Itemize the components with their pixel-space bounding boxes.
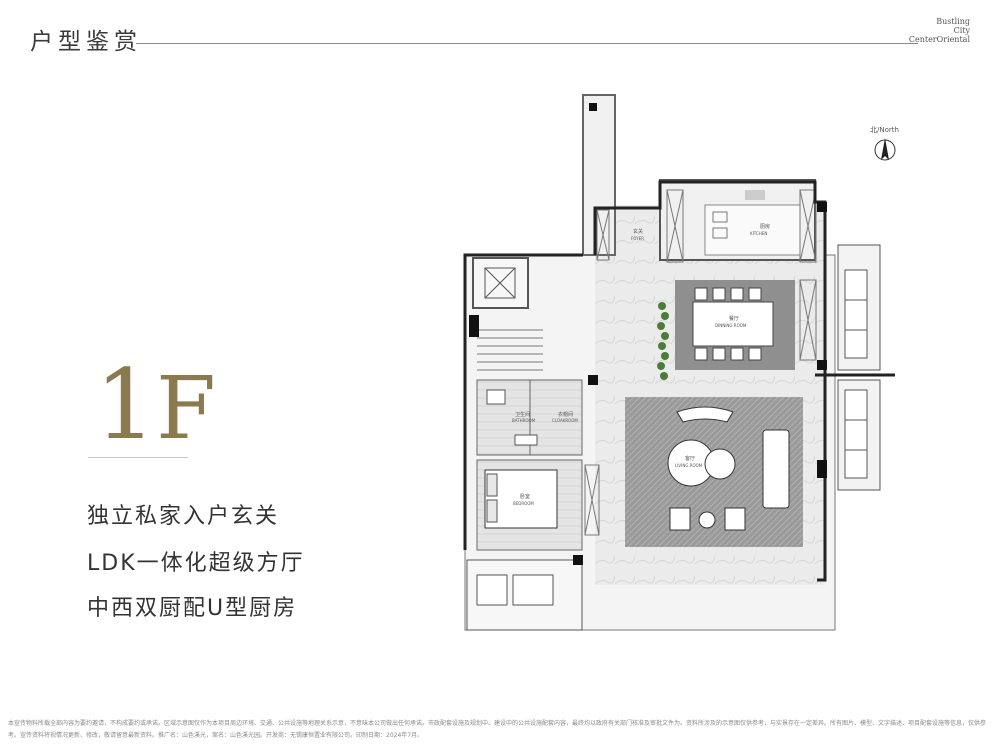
bathroom-label-cn: 卫生间 bbox=[515, 411, 530, 418]
living-label-cn: 客厅 bbox=[685, 455, 695, 462]
cloakroom-label-en: CLOAKROOM bbox=[552, 418, 578, 423]
floor-rule bbox=[88, 457, 188, 458]
north-arrow-icon bbox=[874, 138, 896, 161]
disclaimer-text: 本宣传物料所载全部内容为要约邀请，不构成要约或承诺。区域示意图仅作为本项目周边环… bbox=[8, 720, 987, 739]
living-label-en: LIVING ROOM bbox=[675, 463, 703, 468]
floor-digit: 1 bbox=[95, 349, 157, 461]
cloakroom-label-cn: 衣帽间 bbox=[558, 411, 573, 418]
bedroom-label-cn: 卧室 bbox=[520, 493, 530, 500]
brand-logo: Bustling City CenterOriental bbox=[909, 17, 970, 44]
page-title: 户型鉴赏 bbox=[30, 29, 142, 55]
brand-line: Bustling bbox=[936, 17, 970, 26]
floor-number: 1F bbox=[95, 357, 216, 454]
feature-ldk: LDK一体化超级方厅 bbox=[87, 551, 305, 576]
kitchen-label-en: KITCHEN bbox=[750, 231, 767, 236]
header-rule bbox=[136, 43, 918, 44]
feature-entrance: 独立私家入户玄关 bbox=[87, 504, 280, 529]
feature-kitchen: 中西双厨配U型厨房 bbox=[87, 596, 298, 621]
kitchen-label-cn: 厨房 bbox=[760, 223, 770, 230]
dining-label-en: DINNING ROOM bbox=[715, 323, 747, 328]
floor-suffix: F bbox=[156, 359, 216, 459]
bathroom-label-en: BATHROOM bbox=[512, 418, 536, 423]
floor-plan: 厨房 KITCHEN 玄关 FOYER 餐厅 DINNING ROOM 客厅 L… bbox=[463, 94, 899, 631]
compass-label: 北/North bbox=[870, 126, 899, 134]
brand-line: City bbox=[953, 26, 970, 35]
foyer-label-en: FOYER bbox=[631, 236, 644, 241]
dining-label-cn: 餐厅 bbox=[729, 315, 739, 322]
foyer-label-cn: 玄关 bbox=[633, 228, 643, 235]
brand-line: CenterOriental bbox=[908, 35, 970, 44]
bedroom-label-en: BEDROOM bbox=[513, 501, 534, 506]
